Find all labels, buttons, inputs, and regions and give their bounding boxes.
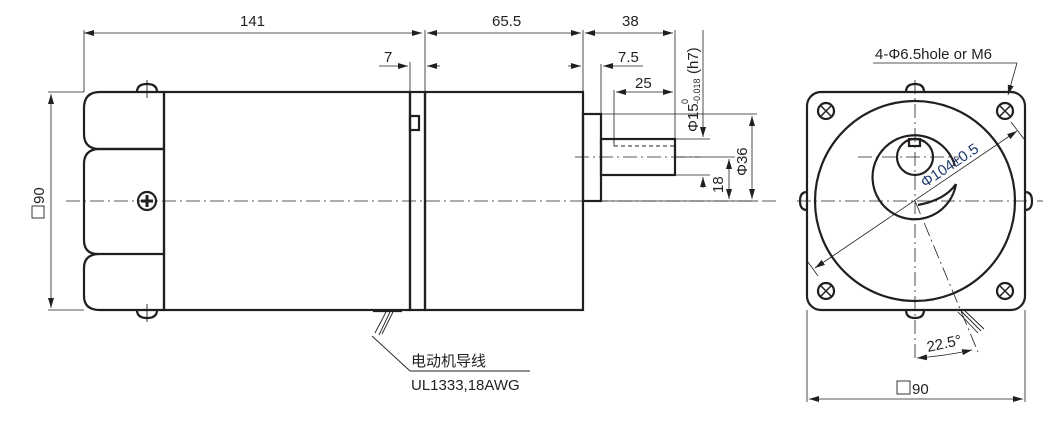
mount-hole-icon [995,281,1015,301]
svg-text:90: 90 [912,381,929,398]
lead-wire-spec: UL1333,18AWG [411,377,520,394]
dim-7-5: 7.5 [618,49,639,66]
dim-65-5: 65.5 [492,13,521,30]
shaft-diameter-value: Φ15 [685,103,702,132]
svg-text:90: 90 [31,187,48,204]
flange-key [408,114,421,132]
angle-label: 22.5° [925,332,963,356]
pcd-label: Φ104±0.5 [918,140,982,191]
front-view: Φ104±0.5 4-Φ6.5hole or M6 22.5° 90 [797,46,1043,402]
dim-18: 18 [710,176,727,193]
mount-hole-icon [816,101,836,121]
square-symbol-icon [896,380,911,395]
screw-icon [136,190,158,212]
dim-90-front: 90 [896,380,929,398]
front-flange [805,90,1027,312]
dim-shaft-diameter: Φ15 0 -0.018 (h7) [680,47,702,132]
dim-38: 38 [622,13,639,30]
mount-hole-icon [816,281,836,301]
shaft-tol-upper: 0 [680,99,690,104]
square-symbol-icon [31,205,45,219]
dim-90-side: 90 [31,187,48,219]
mount-hole-icon [995,101,1015,121]
hole-callout: 4-Φ6.5hole or M6 [875,46,992,63]
dim-36: Φ36 [734,147,751,176]
dim-25: 25 [635,75,652,92]
dim-7: 7 [384,49,392,66]
side-view: 电动机导线 UL1333,18AWG 141 7 65.5 38 7.5 25 [31,13,780,394]
shaft-fit: (h7) [685,47,702,74]
front-lead-wire [957,309,985,334]
dim-141: 141 [240,13,265,30]
lead-wire [371,309,530,372]
shaft-boss [581,112,603,203]
shaft-tol-lower: -0.018 [692,78,702,104]
lead-wire-label: 电动机导线 [411,353,486,370]
